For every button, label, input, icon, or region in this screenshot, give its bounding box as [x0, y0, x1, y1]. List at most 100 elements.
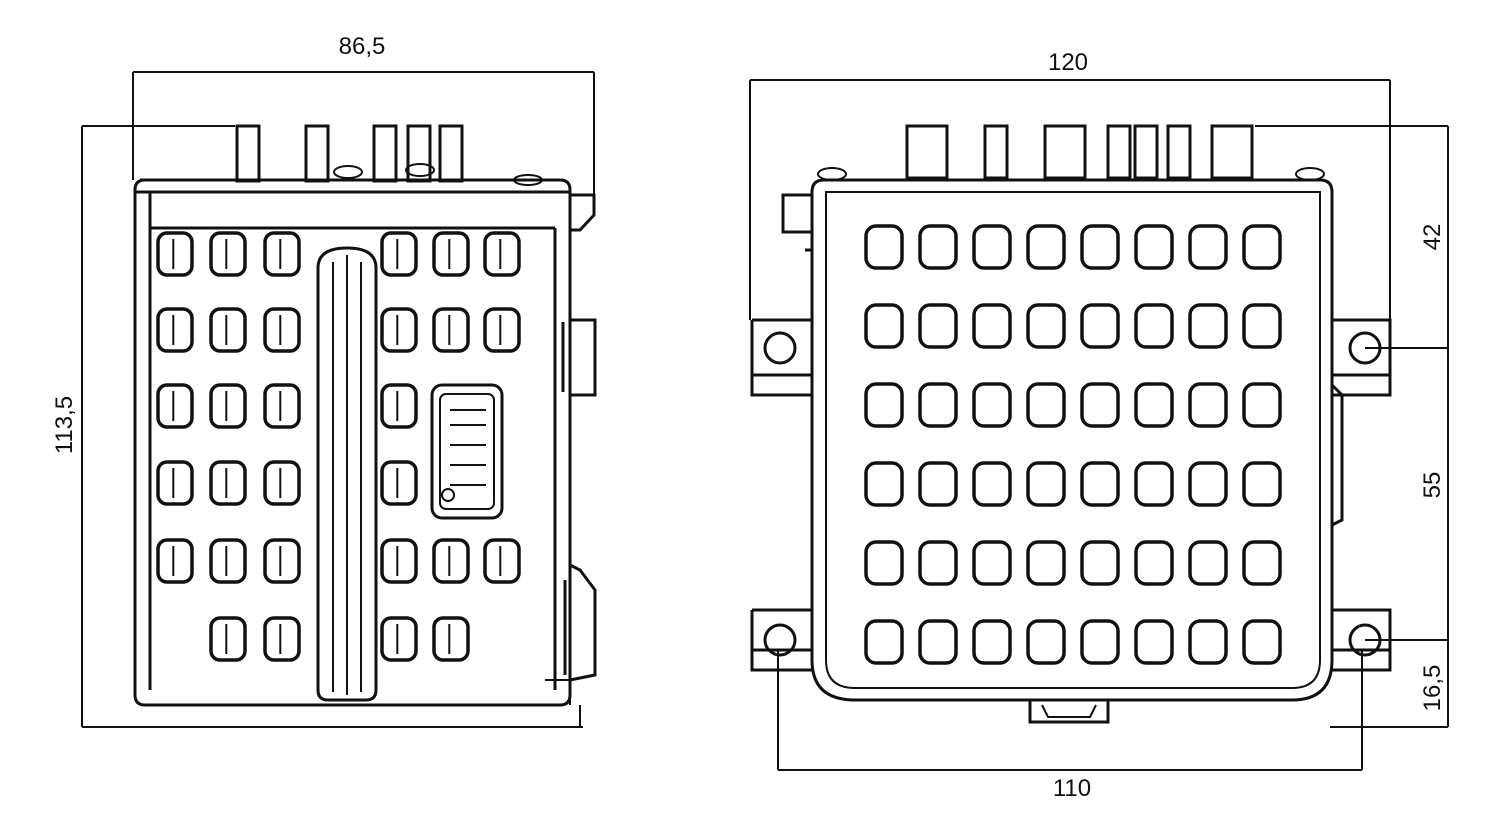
front-cavity	[1134, 303, 1174, 349]
left-cavity	[263, 538, 301, 584]
right-housing	[750, 178, 1392, 724]
front-cavity	[918, 382, 958, 428]
front-cavity	[918, 461, 958, 507]
left-cavity	[380, 616, 418, 662]
front-cavity	[864, 540, 904, 586]
front-cavity	[1242, 224, 1282, 270]
front-cavity	[918, 303, 958, 349]
front-cavity	[1080, 224, 1120, 270]
left-cavity	[263, 307, 301, 353]
right-dim-top-label: 42	[1419, 224, 1446, 251]
front-cavity	[1242, 540, 1282, 586]
left-cavity	[483, 538, 521, 584]
left-cavity	[209, 307, 247, 353]
front-cavity	[972, 303, 1012, 349]
left-cavity	[209, 460, 247, 506]
left-height-dimension: 113,5	[51, 125, 583, 728]
right-width-top-label: 120	[1048, 49, 1088, 76]
left-height-label: 113,5	[51, 396, 78, 454]
left-cavity	[156, 383, 194, 429]
front-cavity	[972, 224, 1012, 270]
left-cavity	[156, 307, 194, 353]
left-cavity	[209, 231, 247, 277]
front-cavity	[1242, 461, 1282, 507]
left-cavity	[380, 383, 418, 429]
left-cavity	[380, 307, 418, 353]
left-cavity	[263, 616, 301, 662]
right-dim-mid-label: 55	[1419, 472, 1446, 499]
front-cavity	[972, 382, 1012, 428]
front-cavity	[864, 461, 904, 507]
front-cavity	[1134, 540, 1174, 586]
left-view: 86,5 113,5	[51, 33, 597, 728]
front-cavity	[1026, 540, 1066, 586]
left-cavity	[432, 231, 470, 277]
right-top-pins	[817, 124, 1325, 181]
left-cavity-grid	[156, 231, 521, 662]
front-cavity	[1134, 619, 1174, 665]
front-cavity	[918, 224, 958, 270]
left-center-rib	[316, 246, 378, 702]
front-cavity	[1134, 224, 1174, 270]
left-cavity	[380, 460, 418, 506]
left-cavity	[432, 616, 470, 662]
front-cavity	[864, 303, 904, 349]
front-cavity	[1188, 224, 1228, 270]
front-cavity	[972, 461, 1012, 507]
left-cavity	[432, 307, 470, 353]
front-cavity	[1134, 461, 1174, 507]
left-cavity	[209, 616, 247, 662]
left-cavity	[432, 538, 470, 584]
front-cavity	[1026, 619, 1066, 665]
front-cavity	[1026, 303, 1066, 349]
left-cavity	[209, 538, 247, 584]
front-cavity	[864, 619, 904, 665]
front-cavity	[1080, 619, 1120, 665]
front-cavity	[1134, 382, 1174, 428]
front-cavity	[864, 224, 904, 270]
front-cavity	[1188, 461, 1228, 507]
left-cavity	[156, 231, 194, 277]
left-cavity	[483, 307, 521, 353]
front-cavity	[1242, 303, 1282, 349]
right-width-bottom-dimension: 110	[777, 650, 1363, 802]
right-width-bottom-label: 110	[1053, 775, 1091, 802]
front-cavity	[1026, 224, 1066, 270]
left-cavity	[263, 383, 301, 429]
left-housing	[133, 178, 597, 727]
front-cavity	[1026, 461, 1066, 507]
front-cavity	[918, 540, 958, 586]
front-cavity	[1026, 382, 1066, 428]
front-cavity	[1080, 382, 1120, 428]
front-cavity	[972, 619, 1012, 665]
front-cavity	[1188, 540, 1228, 586]
right-view: 120 110 42 55 16,5	[749, 49, 1449, 802]
left-label-plate	[430, 383, 504, 520]
front-cavity	[1188, 303, 1228, 349]
left-cavity	[380, 231, 418, 277]
front-cavity	[1080, 461, 1120, 507]
front-cavity	[1242, 619, 1282, 665]
left-width-label: 86,5	[339, 33, 386, 60]
front-cavity	[918, 619, 958, 665]
front-cavity	[1080, 303, 1120, 349]
front-cavity	[1242, 382, 1282, 428]
right-width-top-dimension: 120	[749, 49, 1391, 320]
right-dim-bottom-label: 16,5	[1419, 665, 1446, 712]
front-cavity	[864, 382, 904, 428]
front-cavity	[1188, 382, 1228, 428]
left-cavity	[209, 383, 247, 429]
left-cavity	[263, 460, 301, 506]
left-cavity	[156, 460, 194, 506]
left-cavity	[156, 538, 194, 584]
front-cavity	[972, 540, 1012, 586]
front-cavity	[1188, 619, 1228, 665]
left-cavity	[380, 538, 418, 584]
left-width-dimension: 86,5	[132, 33, 595, 215]
left-cavity	[483, 231, 521, 277]
left-cavity	[263, 231, 301, 277]
front-cavity	[1080, 540, 1120, 586]
right-cavity-grid	[864, 224, 1282, 665]
left-top-pins	[235, 124, 543, 186]
